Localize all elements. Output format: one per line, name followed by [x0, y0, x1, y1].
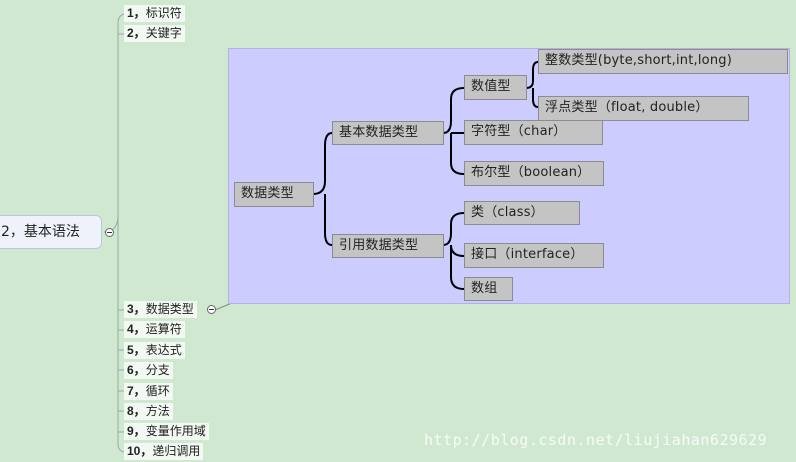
topic-label: 循环	[145, 384, 170, 398]
node-label: 类（class）	[471, 205, 544, 220]
topic-number: 7，	[127, 384, 146, 398]
node-label: 浮点类型（float, double）	[545, 100, 709, 115]
topic-4[interactable]: 4，运算符	[124, 321, 185, 338]
node-floating-types[interactable]: 浮点类型（float, double）	[538, 96, 749, 121]
topic-7[interactable]: 7，循环	[124, 383, 173, 400]
topic-number: 6，	[127, 363, 146, 377]
topic-8[interactable]: 8，方法	[124, 403, 173, 420]
data-types-panel: 数据类型 基本数据类型 引用数据类型 数值型 整数类型(byte,short,i…	[228, 48, 790, 304]
node-label: 基本数据类型	[339, 125, 419, 140]
node-class[interactable]: 类（class）	[464, 201, 580, 225]
topic-label: 分支	[145, 363, 170, 377]
topic-label: 变量作用域	[145, 424, 206, 438]
node-interface[interactable]: 接口（interface）	[464, 243, 604, 268]
node-label: 数据类型	[241, 186, 294, 201]
node-label: 引用数据类型	[339, 238, 419, 253]
topic-2[interactable]: 2，关键字	[124, 25, 185, 42]
topic-label: 表达式	[145, 343, 182, 357]
node-array[interactable]: 数组	[464, 277, 513, 301]
node-char[interactable]: 字符型（char）	[464, 120, 603, 145]
topic-9[interactable]: 9，变量作用域	[124, 423, 209, 440]
collapse-toggle-root[interactable]	[105, 228, 114, 237]
topic-label: 关键字	[145, 26, 182, 40]
topic-6[interactable]: 6，分支	[124, 362, 173, 379]
topic-number: 3，	[127, 302, 146, 316]
tree-connectors	[312, 61, 539, 290]
node-label: 数值型	[471, 79, 511, 94]
topic-number: 1，	[127, 6, 146, 20]
topic-label: 运算符	[145, 322, 182, 336]
root-topic[interactable]: 2，基本语法	[0, 215, 102, 249]
topic-label: 标识符	[145, 6, 182, 20]
node-label: 接口（interface）	[471, 247, 584, 262]
topic-number: 4，	[127, 322, 146, 336]
topic-10[interactable]: 10，递归调用	[124, 443, 204, 460]
collapse-toggle-data-types[interactable]	[207, 305, 216, 314]
topic-label: 数据类型	[145, 302, 194, 316]
topic-number: 10，	[127, 444, 153, 458]
node-numeric[interactable]: 数值型	[464, 75, 527, 100]
node-primitive-types[interactable]: 基本数据类型	[332, 121, 444, 145]
root-label: 2，基本语法	[1, 224, 80, 240]
node-integer-types[interactable]: 整数类型(byte,short,int,long)	[538, 49, 788, 74]
topic-number: 9，	[127, 424, 146, 438]
node-label: 字符型（char）	[471, 124, 567, 139]
topic-label: 方法	[145, 404, 170, 418]
node-reference-types[interactable]: 引用数据类型	[332, 234, 444, 258]
node-label: 数组	[471, 281, 498, 296]
node-boolean[interactable]: 布尔型（boolean）	[464, 161, 604, 186]
topic-number: 2，	[127, 26, 146, 40]
topic-number: 5，	[127, 343, 146, 357]
node-label: 布尔型（boolean）	[471, 165, 591, 180]
watermark: http://blog.csdn.net/liujiahan629629	[424, 431, 768, 449]
topic-1[interactable]: 1，标识符	[124, 5, 185, 22]
topic-number: 8，	[127, 404, 146, 418]
node-data-types[interactable]: 数据类型	[234, 182, 314, 207]
topic-label: 递归调用	[152, 444, 201, 458]
topic-5[interactable]: 5，表达式	[124, 342, 185, 359]
topic-3[interactable]: 3，数据类型	[124, 301, 197, 318]
node-label: 整数类型(byte,short,int,long)	[545, 53, 732, 68]
